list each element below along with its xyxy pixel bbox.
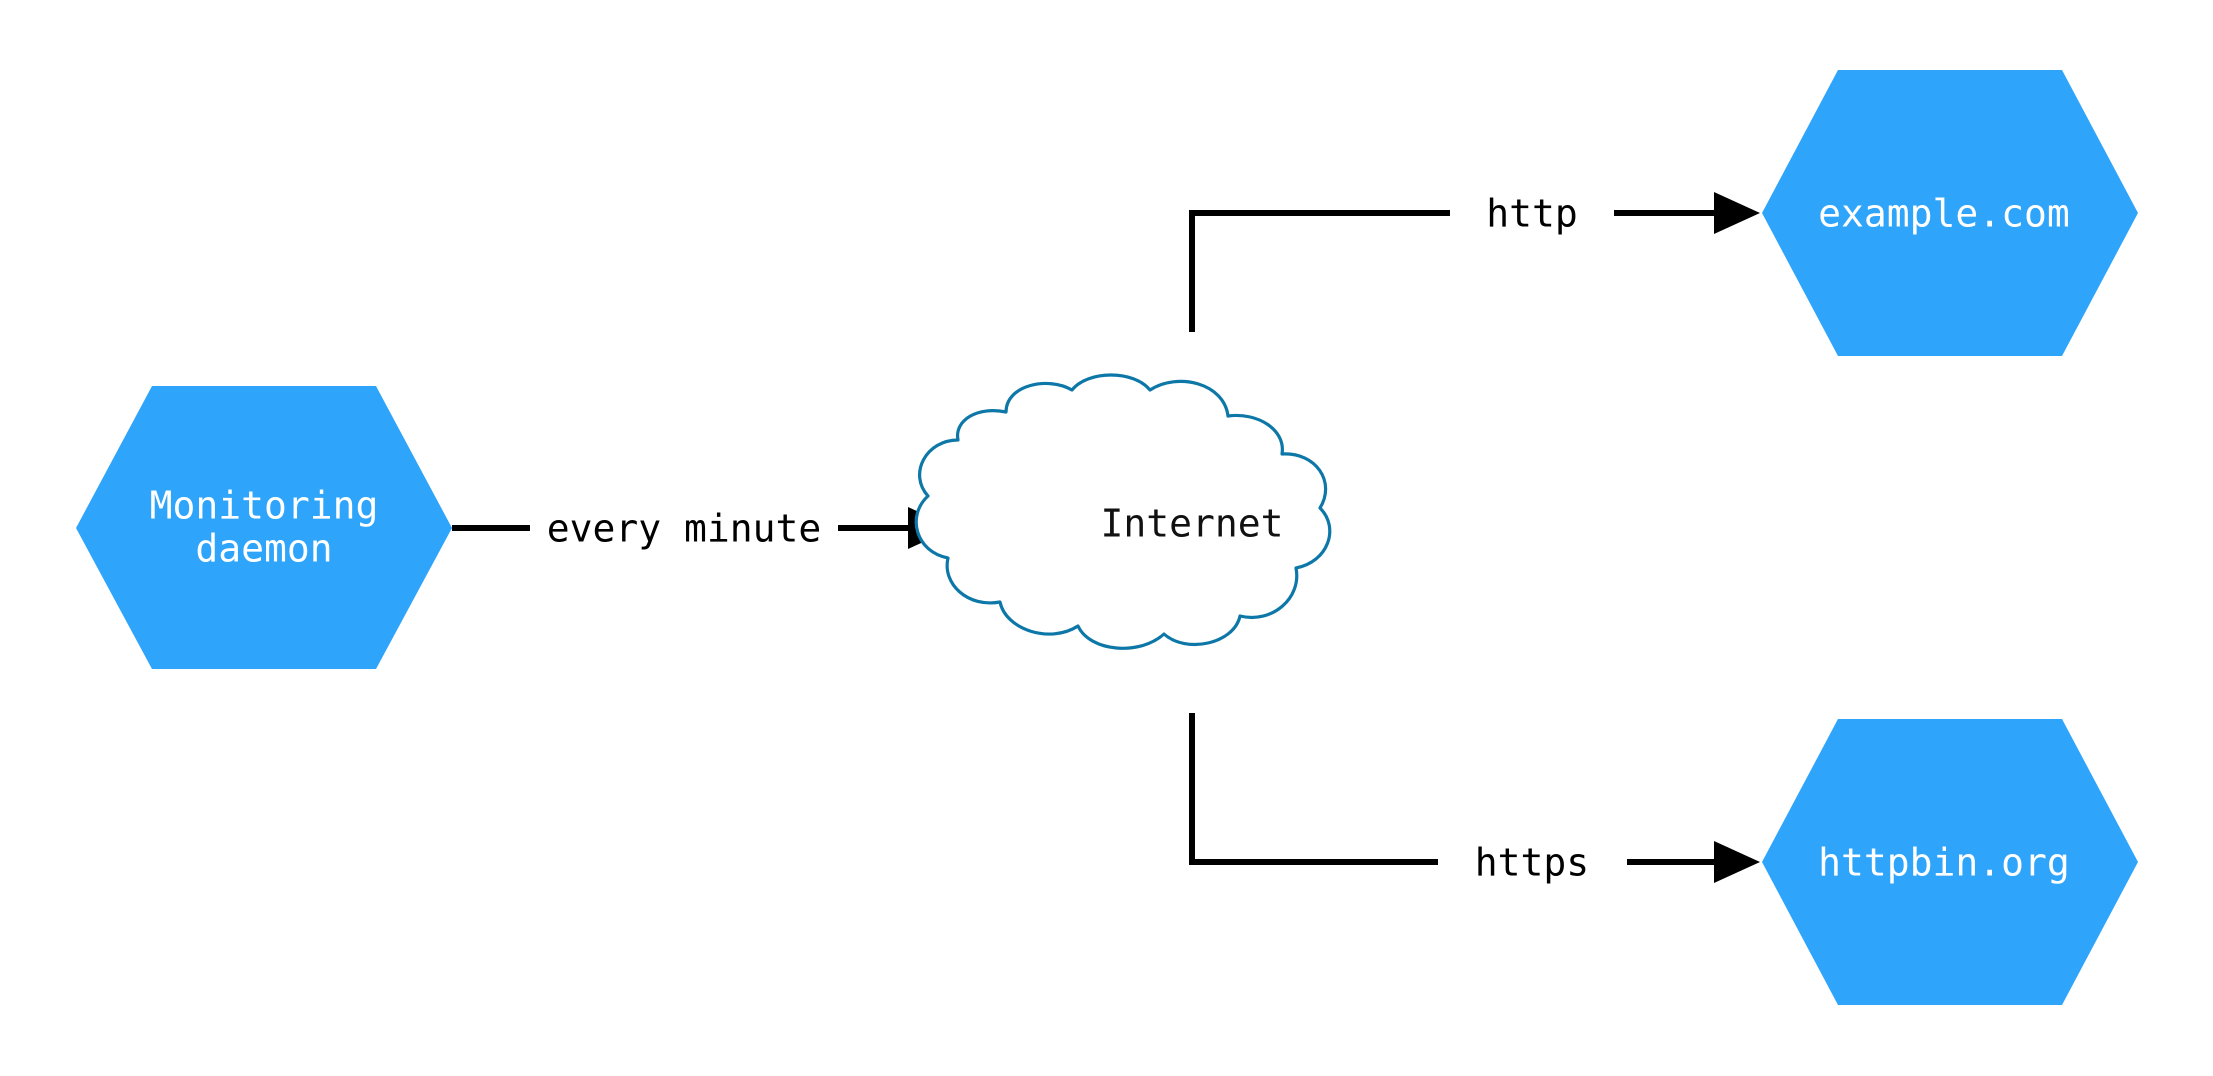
httpbin-org-hexagon-shape xyxy=(1762,719,2138,1005)
example-com-hexagon-shape xyxy=(1762,70,2138,356)
edge-label-http: http xyxy=(1486,192,1578,236)
monitoring-daemon-label-line1: Monitoring xyxy=(150,484,379,528)
example-com-label: example.com xyxy=(1818,192,2070,236)
node-example-com[interactable]: example.com xyxy=(1762,70,2138,356)
edge-internet-to-httpbin[interactable]: https xyxy=(1189,713,1760,885)
monitoring-daemon-hexagon-shape xyxy=(76,386,452,669)
httpbin-org-label: httpbin.org xyxy=(1818,841,2070,885)
node-internet[interactable]: Internet xyxy=(914,373,1332,650)
edge-internet-to-httpbin-path xyxy=(1189,713,1438,865)
internet-label: Internet xyxy=(1100,502,1283,546)
edge-internet-to-example-arrowhead xyxy=(1714,192,1760,234)
edge-internet-to-httpbin-arrowhead xyxy=(1714,841,1760,883)
edge-internet-to-example-path xyxy=(1189,210,1450,332)
node-httpbin-org[interactable]: httpbin.org xyxy=(1762,719,2138,1005)
edge-label-https: https xyxy=(1475,841,1589,885)
edge-label-every-minute: every minute xyxy=(547,507,822,551)
edge-internet-to-example[interactable]: http xyxy=(1189,192,1760,333)
monitoring-daemon-label-line2: daemon xyxy=(195,527,332,571)
edge-daemon-to-internet[interactable]: every minute xyxy=(452,507,954,551)
node-monitoring-daemon[interactable]: Monitoring daemon xyxy=(76,386,452,669)
internet-cloud-shape xyxy=(914,373,1332,650)
